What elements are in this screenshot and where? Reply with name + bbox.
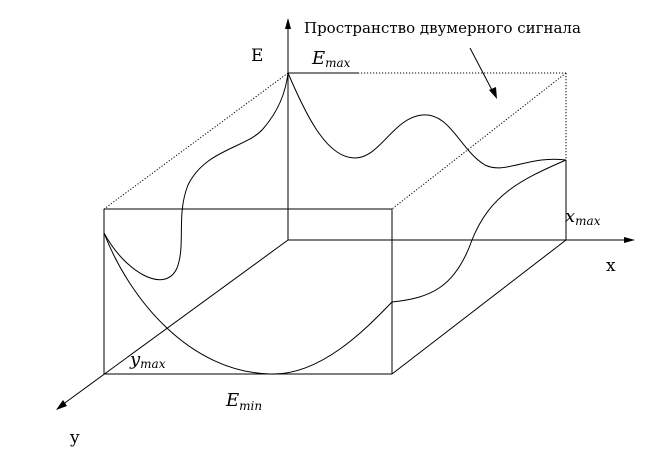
y-max-label: ymax <box>129 349 166 371</box>
curve-right-face <box>391 159 567 303</box>
signal-curves <box>103 72 567 375</box>
caption-text: Пространство двумерного сигнала <box>304 19 581 37</box>
box-bottom-right-edge <box>391 239 567 375</box>
caption-pointer-arrowhead <box>489 87 497 99</box>
x-max-sub: max <box>575 214 601 228</box>
caption-group: Пространство двумерного сигнала <box>304 19 581 99</box>
e-min-label: Emin <box>225 390 262 413</box>
caption-pointer-line <box>469 47 494 93</box>
axes <box>56 18 635 410</box>
signal-box <box>103 72 567 375</box>
e-max-label: Emax <box>311 48 351 70</box>
e-min-base: E <box>225 390 239 411</box>
y-axis-label: y <box>69 428 80 448</box>
e-axis-label: E <box>251 46 263 66</box>
x-max-label: xmax <box>565 206 601 228</box>
dotted-top-left-diagonal <box>103 72 289 210</box>
curve-front-face <box>103 232 393 375</box>
x-axis-label: x <box>606 256 616 276</box>
y-max-sub: max <box>140 357 166 371</box>
e-axis-arrowhead <box>285 18 291 29</box>
curve-back-face <box>287 72 567 169</box>
curve-left-face <box>103 72 289 281</box>
box-dotted-edges <box>103 72 567 210</box>
e-max-sub: max <box>325 56 351 70</box>
dotted-top-right-diagonal <box>391 72 567 210</box>
x-axis-arrowhead <box>624 237 635 243</box>
y-max-base: y <box>129 349 141 370</box>
e-min-sub: min <box>239 399 262 413</box>
y-axis-line <box>61 239 289 406</box>
y-axis-arrowhead <box>56 400 67 410</box>
x-max-base: x <box>565 206 575 227</box>
e-max-base: E <box>311 48 325 69</box>
